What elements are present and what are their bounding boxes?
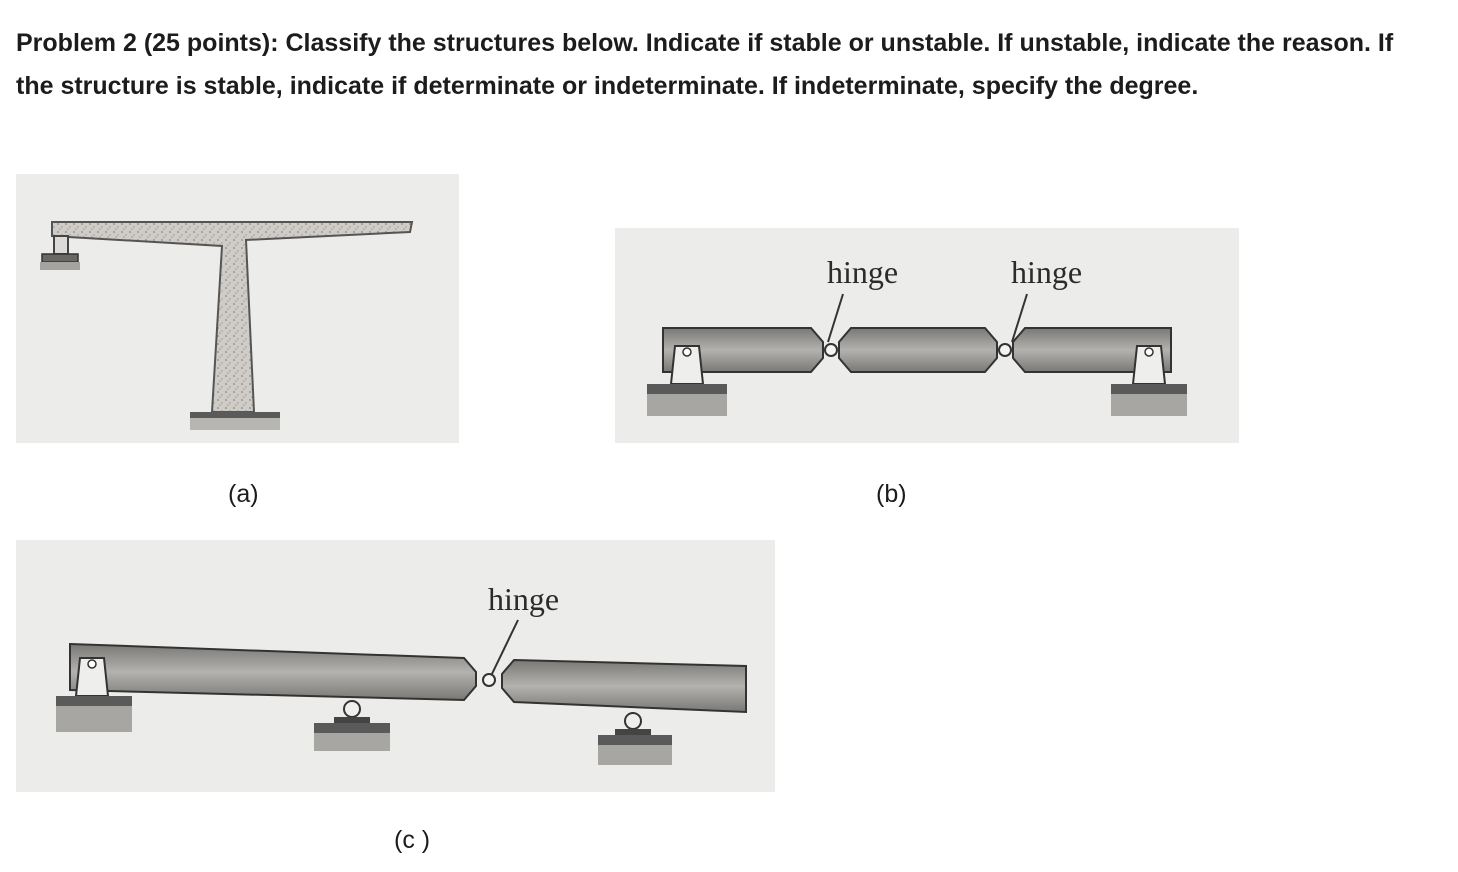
caption-b: (b) [876, 480, 907, 508]
hinge-leader-c1 [489, 619, 519, 679]
figure-a-panel [16, 174, 459, 443]
fixed-base-a [190, 412, 280, 430]
pin-support-b-left [647, 345, 727, 416]
beam-segment-b2 [838, 327, 998, 373]
problem-statement: Problem 2 (25 points): Classify the stru… [16, 29, 1394, 100]
caption-c: (c ) [394, 826, 431, 854]
hinge-label-b2: hinge [1011, 254, 1082, 290]
beam-segment-b3 [1012, 327, 1172, 373]
pin-support-a [40, 235, 80, 270]
hinge-label-b1: hinge [827, 254, 898, 290]
hinge-leader-b2 [1011, 293, 1028, 343]
hinge-leader-b1 [827, 293, 844, 343]
caption-a: (a) [228, 480, 259, 508]
hinge-b2 [998, 343, 1012, 357]
beam-segment-b1 [662, 327, 824, 373]
hinge-c1 [482, 673, 496, 687]
roller-support-c-right [598, 712, 672, 765]
figure-a-diagram [16, 174, 459, 443]
beam-segment-c1 [69, 642, 477, 702]
figure-b-panel: hinge hinge [615, 228, 1239, 443]
pin-support-c-left [56, 657, 132, 732]
hinge-label-c1: hinge [488, 581, 559, 617]
roller-support-c-middle [314, 700, 390, 751]
hinge-b1 [824, 343, 838, 357]
figure-b-diagram: hinge hinge [615, 228, 1239, 443]
beam-segment-c2 [501, 658, 747, 714]
pin-support-b-right [1111, 345, 1187, 416]
figure-c-panel: hinge [16, 540, 775, 792]
figure-c-diagram: hinge [16, 540, 775, 792]
